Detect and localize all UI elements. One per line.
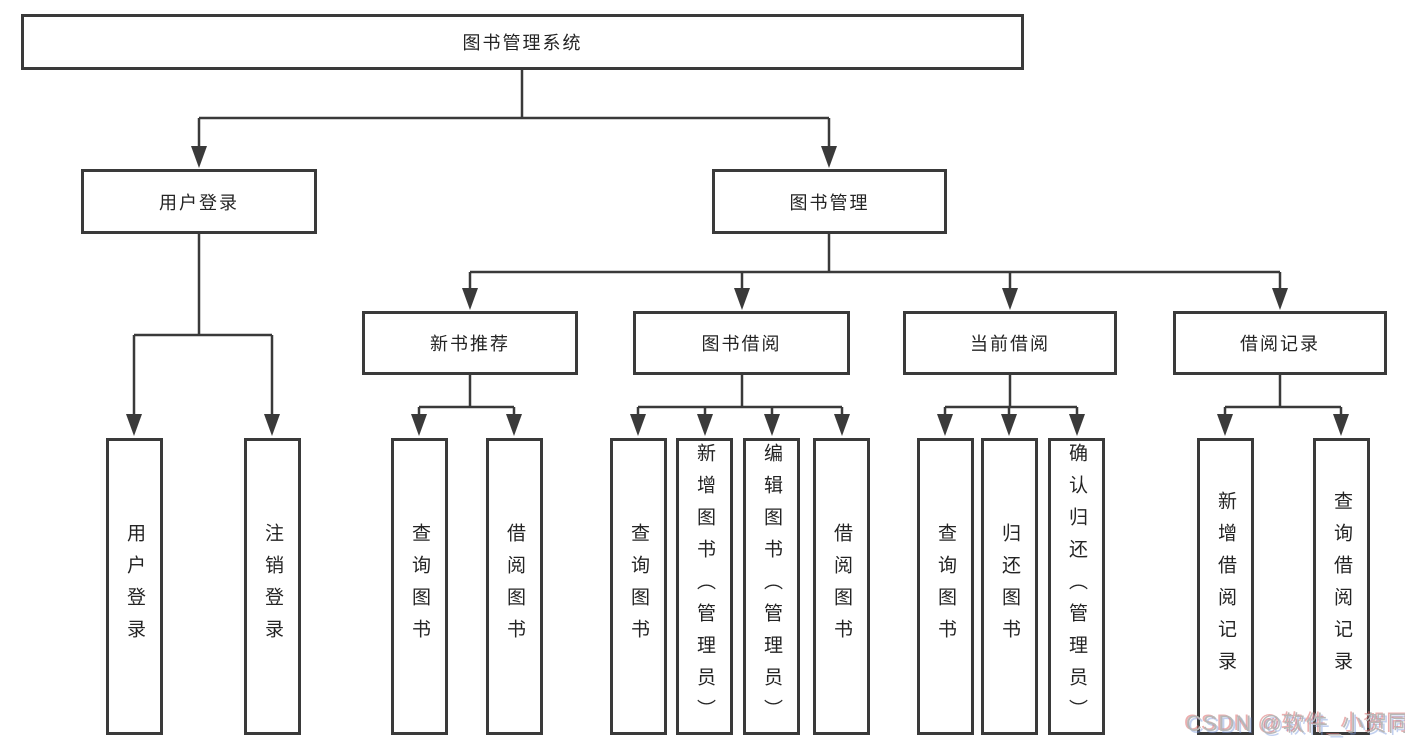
leaf-edit-book-admin: 编辑图书（管理员） (743, 438, 800, 735)
node-borrow-records: 借阅记录 (1173, 311, 1387, 375)
node-book-management-label: 图书管理 (789, 192, 870, 213)
leaf-add-book-admin-label: 新增图书（管理员） (694, 442, 715, 731)
node-root-system: 图书管理系统 (21, 14, 1024, 70)
leaf-query-books-recommend-label: 查询图书 (409, 522, 430, 651)
node-current-borrowing-label: 当前借阅 (970, 334, 1050, 354)
leaf-query-books-borrowing-label: 查询图书 (628, 522, 649, 651)
leaf-borrow-books-borrowing: 借阅图书 (813, 438, 870, 735)
leaf-logout-label: 注销登录 (262, 522, 283, 651)
leaf-edit-book-admin-label: 编辑图书（管理员） (761, 442, 782, 731)
leaf-logout: 注销登录 (244, 438, 301, 735)
node-book-borrowing: 图书借阅 (633, 311, 850, 375)
leaf-query-books-current: 查询图书 (917, 438, 974, 735)
node-book-borrowing-label: 图书借阅 (701, 334, 782, 354)
node-root-label: 图书管理系统 (462, 33, 583, 53)
node-borrow-records-label: 借阅记录 (1240, 334, 1320, 354)
leaf-add-borrow-record: 新增借阅记录 (1197, 438, 1254, 735)
leaf-borrow-books-borrowing-label: 借阅图书 (831, 522, 852, 651)
arrowheads (126, 146, 1349, 436)
leaf-confirm-return-admin-label: 确认归还（管理员） (1066, 442, 1087, 731)
leaf-query-books-recommend: 查询图书 (391, 438, 448, 735)
leaf-add-book-admin: 新增图书（管理员） (676, 438, 733, 735)
leaf-borrow-books-recommend-label: 借阅图书 (504, 522, 525, 651)
node-new-book-recommend-label: 新书推荐 (430, 334, 510, 354)
node-user-login: 用户登录 (81, 169, 317, 234)
leaf-add-borrow-record-label: 新增借阅记录 (1215, 490, 1236, 683)
leaf-return-book: 归还图书 (981, 438, 1038, 735)
leaf-confirm-return-admin: 确认归还（管理员） (1048, 438, 1105, 735)
leaf-query-borrow-record-label: 查询借阅记录 (1331, 490, 1352, 683)
leaf-query-books-borrowing: 查询图书 (610, 438, 667, 735)
node-current-borrowing: 当前借阅 (903, 311, 1117, 375)
leaf-return-book-label: 归还图书 (999, 522, 1020, 651)
node-new-book-recommend: 新书推荐 (362, 311, 578, 375)
leaf-user-login-label: 用户登录 (124, 522, 145, 651)
leaf-query-borrow-record: 查询借阅记录 (1313, 438, 1370, 735)
node-user-login-label: 用户登录 (159, 192, 239, 213)
leaf-query-books-current-label: 查询图书 (935, 522, 956, 651)
watermark-text: CSDN @软件_小贺同学 (1186, 711, 1405, 736)
node-book-management: 图书管理 (712, 169, 947, 234)
leaf-user-login: 用户登录 (106, 438, 163, 735)
leaf-borrow-books-recommend: 借阅图书 (486, 438, 543, 735)
